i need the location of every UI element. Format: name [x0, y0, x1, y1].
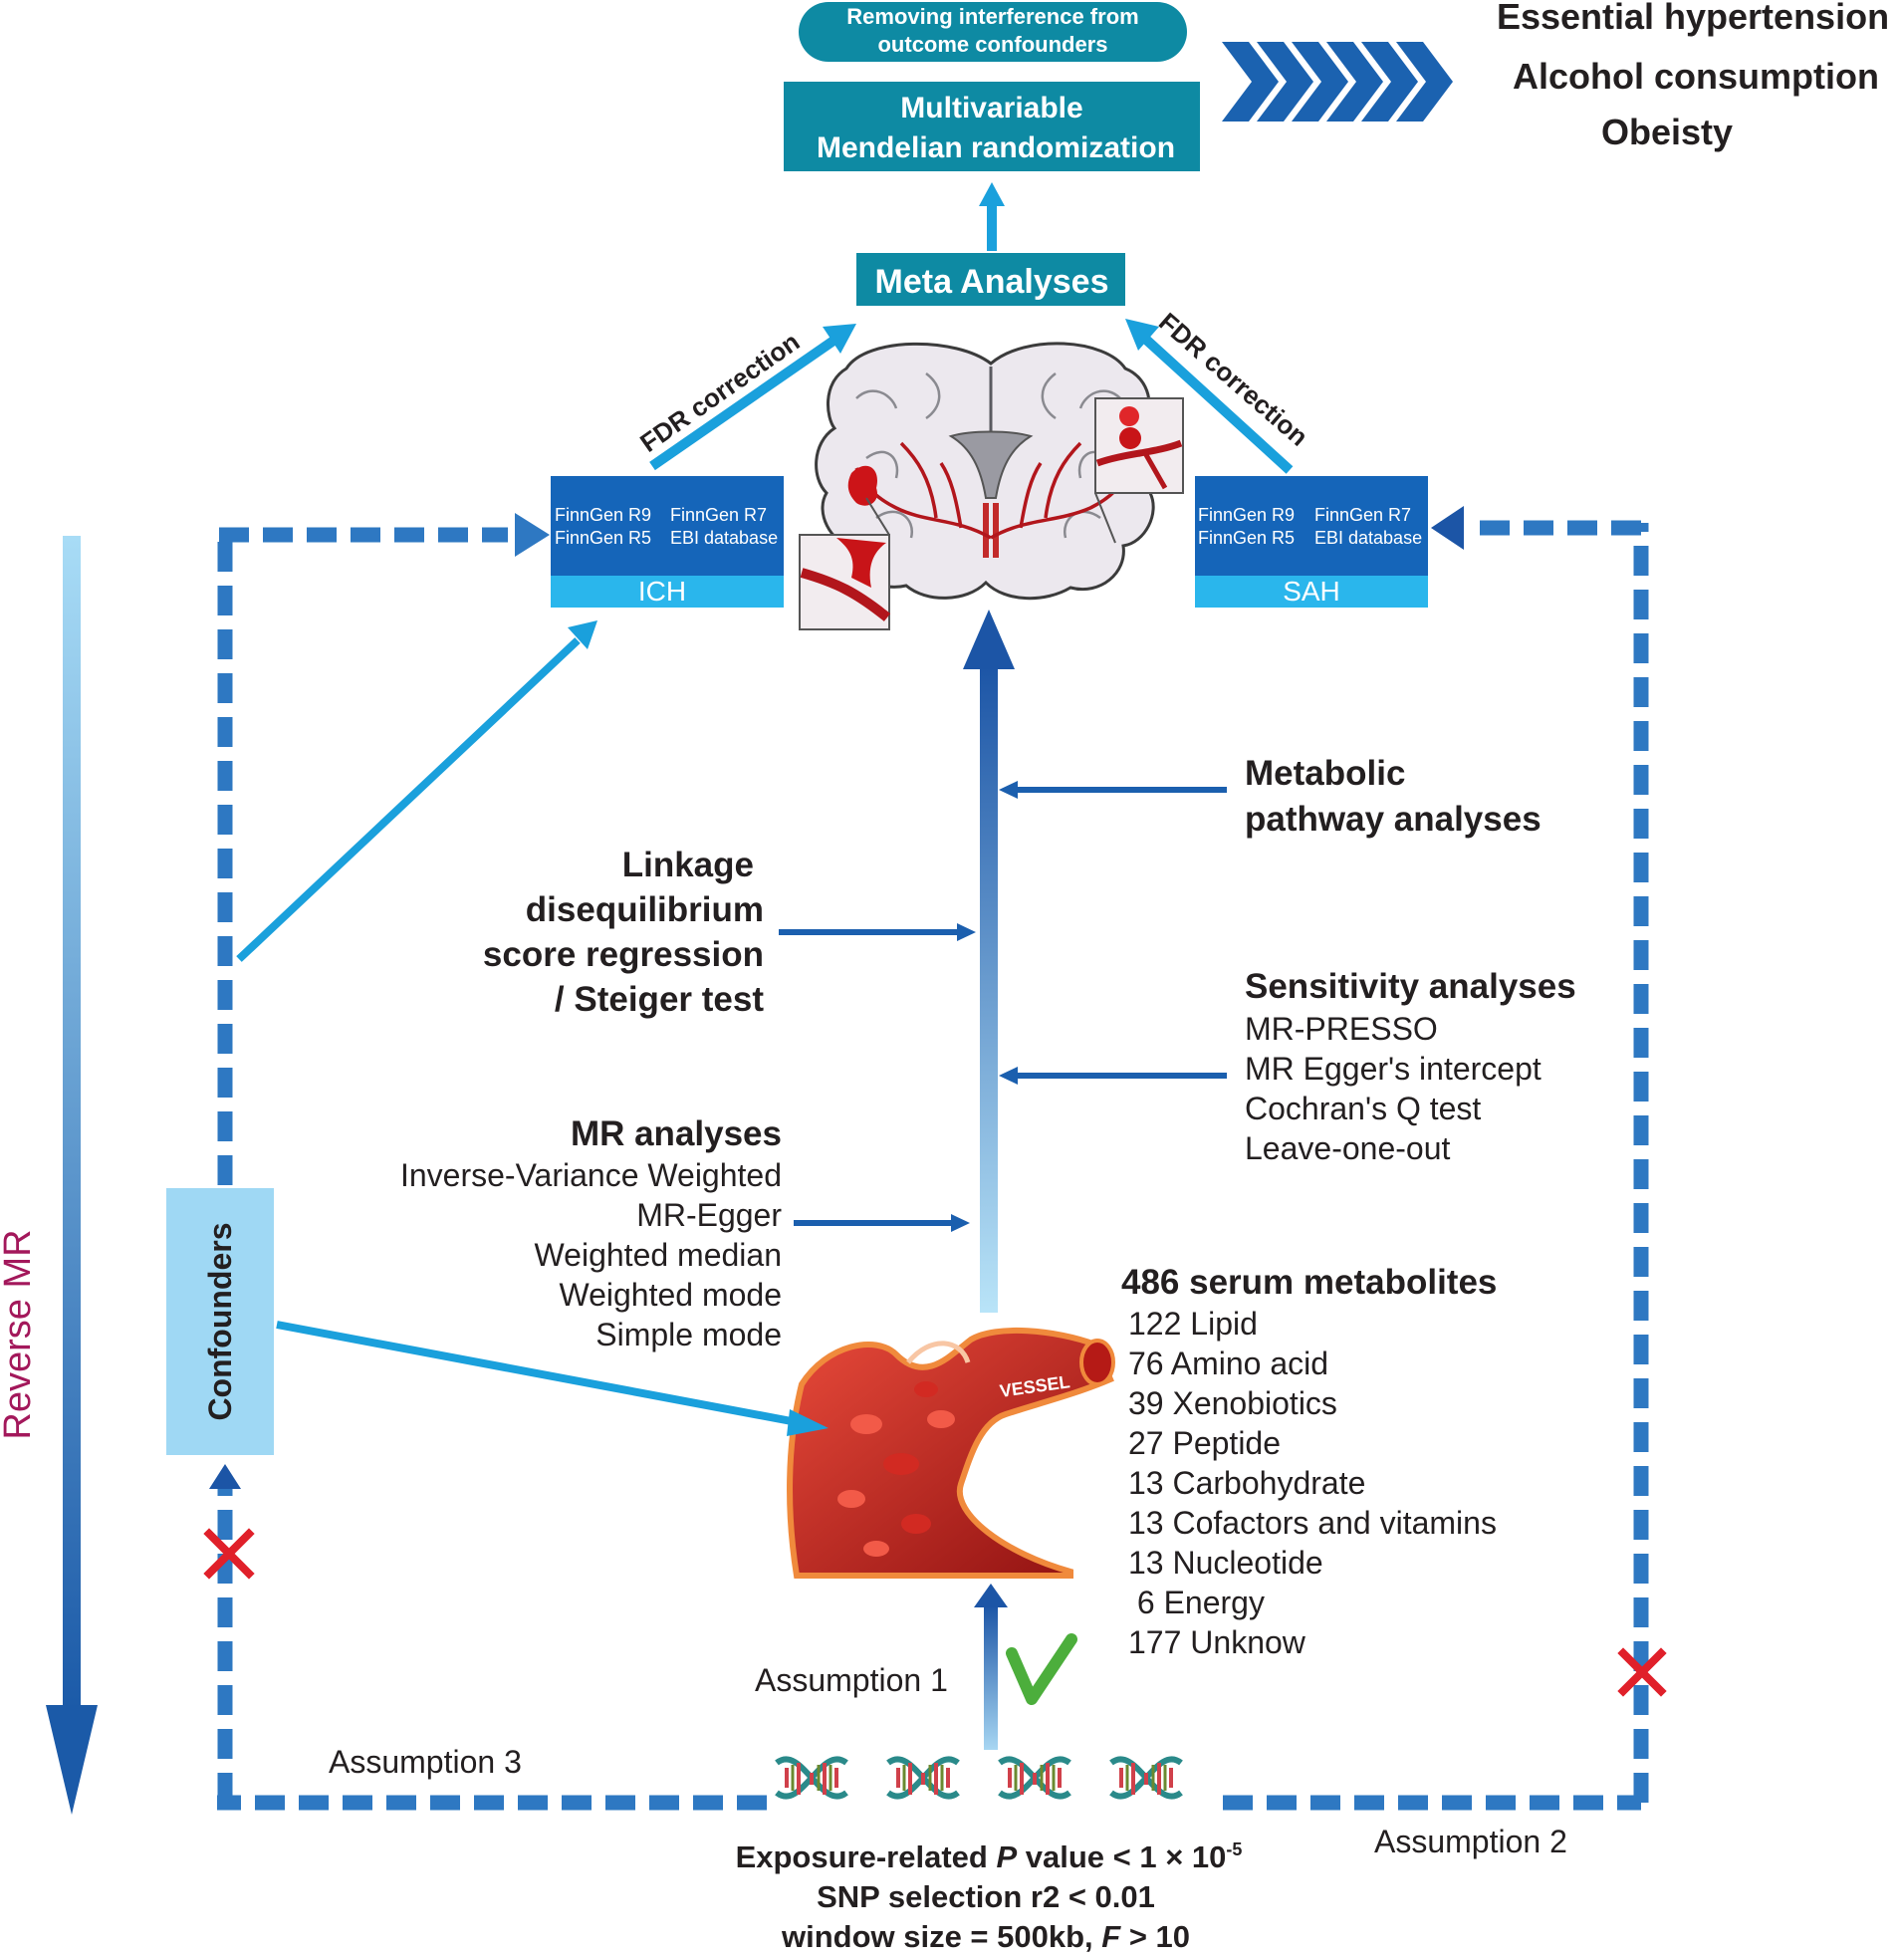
sah-aneurysm-inset	[1094, 397, 1184, 544]
assumption-2-arrowhead	[1431, 506, 1464, 550]
criteria-p-value: Exposure-related P value < 1 × 10-5	[736, 1839, 1243, 1874]
svg-text:FinnGen R7: FinnGen R7	[1314, 505, 1411, 525]
vessel-illustration: VESSEL	[787, 1327, 1115, 1579]
assumption-3-upward-arrow	[209, 1464, 241, 1489]
meta-analyses-box: Meta Analyses	[856, 253, 1125, 306]
meta-to-mvmr-arrow	[979, 182, 1005, 251]
mr-method: Simple mode	[595, 1317, 782, 1352]
metabolite-class: 177 Unknow	[1128, 1624, 1306, 1660]
result-essential-hypertension: Essential hypertension	[1497, 0, 1889, 37]
reverse-mr-label: Reverse MR	[0, 1229, 39, 1439]
checkmark-icon	[1006, 1633, 1077, 1705]
metabolite-class: 13 Carbohydrate	[1128, 1465, 1365, 1501]
sensitivity-item: MR-PRESSO	[1245, 1011, 1438, 1047]
dna-helix-icon	[775, 1756, 1183, 1800]
svg-text:FinnGen R5: FinnGen R5	[1198, 528, 1295, 548]
metabolic-feed-arrow	[999, 781, 1227, 799]
svg-text:Confounders: Confounders	[202, 1222, 238, 1420]
svg-text:FinnGen R9: FinnGen R9	[555, 505, 651, 525]
fdr-left-label: FDR correction	[634, 327, 805, 458]
confounders-to-ich-arrow	[236, 620, 597, 962]
sensitivity-item: Leave-one-out	[1245, 1130, 1450, 1166]
ich-outcome-box: FinnGen R9 FinnGen R7 FinnGen R5 EBI dat…	[551, 476, 784, 608]
metabolites-title: 486 serum metabolites	[1121, 1263, 1497, 1302]
ldsc-line-3: score regression	[483, 935, 764, 974]
mvmr-box: Multivariable Mendelian randomization	[784, 82, 1200, 171]
svg-text:EBI database: EBI database	[1314, 528, 1422, 548]
ldsc-line-1: Linkage	[622, 846, 754, 884]
svg-text:FinnGen R9: FinnGen R9	[1198, 505, 1295, 525]
svg-text:FinnGen R7: FinnGen R7	[670, 505, 767, 525]
confounders-to-vessel-arrow	[276, 1321, 829, 1436]
metabolite-class: 76 Amino acid	[1128, 1346, 1328, 1381]
metabolite-class: 13 Cofactors and vitamins	[1128, 1505, 1497, 1541]
assumption-3-arrowhead	[515, 513, 550, 557]
metabolite-class: 39 Xenobiotics	[1128, 1385, 1337, 1421]
sensitivity-item: MR Egger's intercept	[1245, 1051, 1541, 1087]
mr-feed-arrow	[794, 1214, 970, 1232]
svg-text:FinnGen R5: FinnGen R5	[555, 528, 651, 548]
svg-text:Mendelian randomization: Mendelian randomization	[817, 131, 1175, 164]
criteria-snp-selection: SNP selection r2 < 0.01	[817, 1879, 1155, 1914]
metabolite-class: 13 Nucleotide	[1128, 1545, 1323, 1581]
metabolite-class: 27 Peptide	[1128, 1425, 1281, 1461]
assumption-3-dashed-path	[217, 527, 767, 1811]
svg-text:ICH: ICH	[638, 576, 686, 607]
snp-to-vessel-arrow	[974, 1584, 1008, 1750]
metabolite-class: 122 Lipid	[1128, 1306, 1258, 1342]
violation-x-icon	[203, 1528, 255, 1580]
fdr-right-arrow	[1125, 319, 1294, 474]
metabolic-subtitle: pathway analyses	[1245, 800, 1541, 839]
metabolic-title: Metabolic	[1245, 754, 1405, 793]
sensitivity-title: Sensitivity analyses	[1245, 967, 1576, 1006]
ldsc-feed-arrow	[779, 923, 976, 941]
svg-text:Removing interference from: Removing interference from	[846, 4, 1138, 29]
assumption-2-dashed-path	[1223, 520, 1649, 1811]
mr-analyses-title: MR analyses	[571, 1114, 782, 1153]
main-pathway-arrow	[963, 610, 1015, 1313]
ldsc-line-4: / Steiger test	[555, 980, 764, 1019]
svg-text:EBI database: EBI database	[670, 528, 778, 548]
metabolite-class: 6 Energy	[1128, 1585, 1265, 1620]
confounders-box: Confounders	[166, 1188, 274, 1455]
mr-method: MR-Egger	[636, 1197, 782, 1233]
ich-hemorrhage-inset	[799, 497, 891, 630]
result-alcohol-consumption: Alcohol consumption	[1513, 56, 1879, 97]
reverse-mr-arrow	[46, 536, 98, 1815]
chevron-arrows-icon	[1222, 42, 1453, 122]
sah-outcome-box: FinnGen R9 FinnGen R7 FinnGen R5 EBI dat…	[1195, 476, 1428, 608]
sensitivity-feed-arrow	[999, 1067, 1227, 1085]
mr-method: Weighted mode	[559, 1277, 782, 1313]
ldsc-line-2: disequilibrium	[526, 890, 764, 929]
svg-text:SAH: SAH	[1283, 576, 1340, 607]
assumption-2-label: Assumption 2	[1374, 1824, 1567, 1859]
violation-x-icon	[1617, 1647, 1667, 1697]
fdr-left-arrow	[649, 324, 856, 471]
removing-interference-pill: Removing interference from outcome confo…	[799, 2, 1187, 62]
mr-method: Weighted median	[535, 1237, 782, 1273]
assumption-3-label: Assumption 3	[329, 1744, 522, 1780]
svg-text:outcome confounders: outcome confounders	[877, 32, 1107, 57]
criteria-window-size: window size = 500kb, F > 10	[781, 1919, 1190, 1954]
assumption-1-label: Assumption 1	[755, 1662, 948, 1698]
svg-text:Multivariable: Multivariable	[900, 92, 1082, 124]
mr-method: Inverse-Variance Weighted	[400, 1157, 782, 1193]
sensitivity-item: Cochran's Q test	[1245, 1091, 1481, 1126]
result-obesity: Obeisty	[1601, 112, 1733, 152]
svg-text:Meta Analyses: Meta Analyses	[875, 263, 1109, 301]
